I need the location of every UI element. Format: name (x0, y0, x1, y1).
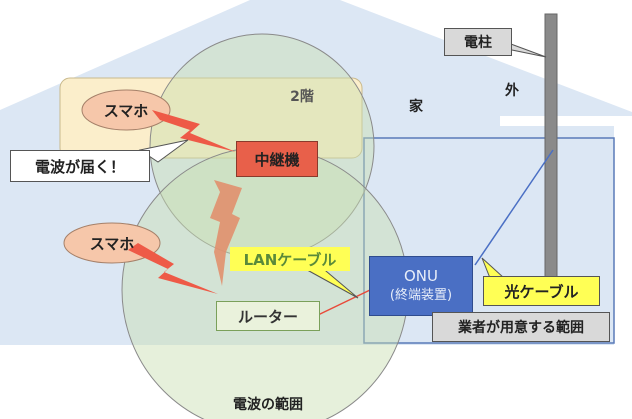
lightning-bolt-vertical (210, 180, 242, 286)
lan-cable-callout: LANケーブル (230, 247, 350, 271)
provider-scope-box (363, 137, 615, 344)
router-signal-circle (121, 146, 409, 419)
utility-pole (544, 13, 558, 280)
fiber-cable-callout: 光ケーブル (483, 276, 600, 306)
onu-label: ONU (403, 267, 438, 285)
onu-box: ONU (終端装置) (369, 256, 473, 316)
wave-reaches-callout: 電波が届く！ (10, 150, 150, 182)
repeater-box: 中継機 (236, 141, 318, 177)
router-box: ルーター (216, 301, 320, 331)
onu-sublabel: (終端装置) (389, 288, 453, 303)
smartphone-2f-oval (81, 89, 171, 131)
fiber-cable-line (474, 149, 554, 266)
pole-callout: 電柱 (444, 28, 512, 56)
floor2-label: 2階 (290, 89, 314, 105)
smartphone-1f-label: スマホ (89, 234, 135, 253)
lightning-bolt-1f (128, 243, 218, 294)
lan-cable-line (317, 289, 371, 316)
provider-scope-label: 業者が用意する範囲 (432, 312, 610, 342)
outside-label: 外 (505, 83, 519, 99)
smartphone-2f-label: スマホ (103, 101, 149, 120)
house-label: 家 (409, 99, 423, 115)
wave-range-label: 電波の範囲 (233, 397, 303, 413)
lightning-bolt-2f (152, 110, 236, 152)
